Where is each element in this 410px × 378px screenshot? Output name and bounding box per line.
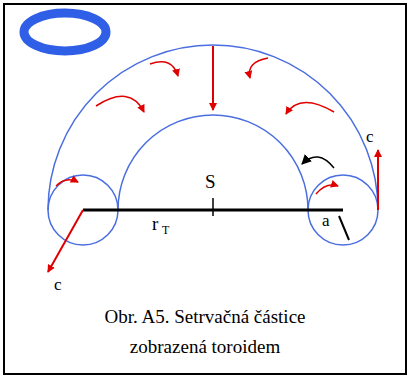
radius-a-line	[339, 216, 349, 240]
velocity-label: c	[366, 128, 374, 145]
center-tick	[212, 198, 214, 216]
frame	[4, 4, 406, 374]
radius-label: r	[152, 214, 158, 233]
torus-top-view	[24, 13, 106, 51]
figure-caption: Obr. A5. Setrvačná částice zobrazená tor…	[75, 302, 335, 362]
tube-radius-label: a	[322, 212, 330, 229]
circulation-arrows	[48, 46, 378, 272]
radius-subscript: T	[162, 224, 169, 236]
torus-outline	[48, 45, 378, 245]
center-label: S	[205, 172, 216, 191]
rotation-arrow	[302, 157, 334, 168]
velocity-label: c	[54, 276, 62, 293]
